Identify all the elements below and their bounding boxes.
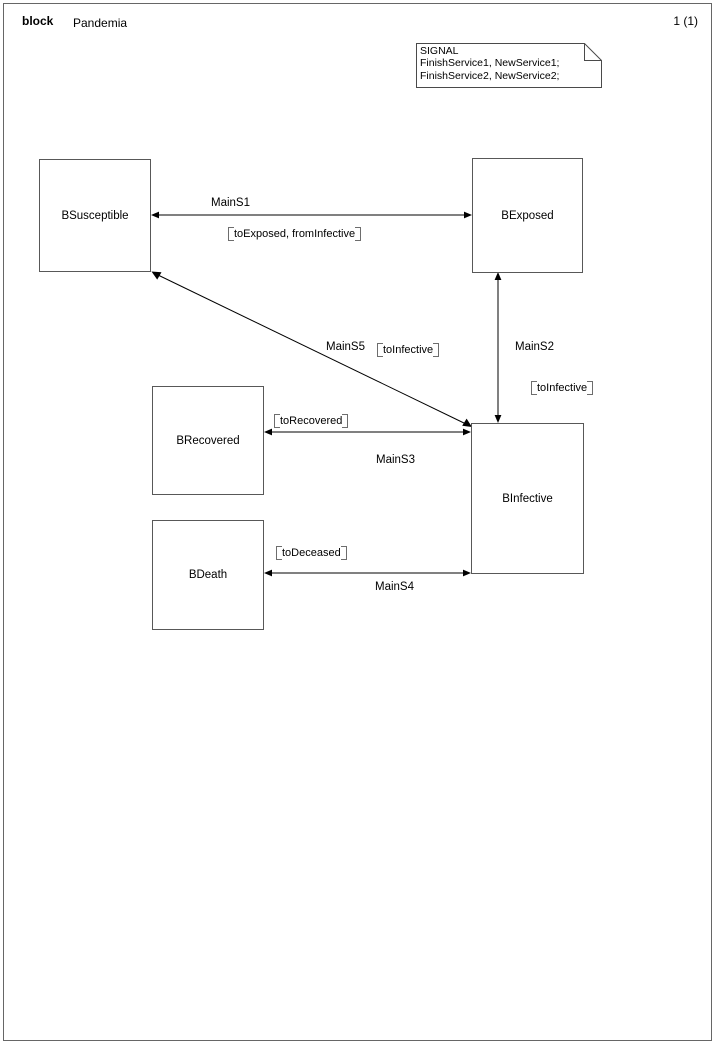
signal-list-mains3: toRecovered bbox=[274, 414, 349, 428]
channel-name-mains2: MainS2 bbox=[515, 341, 554, 353]
signal-list-mains4: toDeceased bbox=[276, 546, 347, 560]
page-number: 1 (1) bbox=[673, 14, 698, 28]
signal-list-mains1: toExposed, fromInfective bbox=[228, 227, 362, 241]
channel-name-mains3: MainS3 bbox=[376, 454, 415, 466]
signal-declaration-note: SIGNAL FinishService1, NewService1; Fini… bbox=[416, 43, 602, 88]
block-label: BSusceptible bbox=[61, 209, 129, 222]
signal-list-text: toDeceased bbox=[282, 547, 341, 559]
block-label: BRecovered bbox=[176, 434, 240, 447]
note-shape-icon bbox=[416, 43, 602, 88]
page-title: Pandemia bbox=[73, 16, 128, 30]
channel-name-mains1: MainS1 bbox=[211, 197, 250, 209]
block-bsusceptible[interactable]: BSusceptible bbox=[39, 159, 151, 272]
channel-line-mains1 bbox=[151, 211, 472, 219]
signal-note-text: SIGNAL FinishService1, NewService1; Fini… bbox=[420, 45, 560, 82]
block-label: BDeath bbox=[188, 569, 228, 581]
signal-list-text: toExposed, fromInfective bbox=[234, 228, 356, 240]
block-label: BExposed bbox=[501, 209, 554, 222]
channel-line-mains3 bbox=[264, 428, 471, 436]
channel-name-mains5: MainS5 bbox=[326, 341, 365, 353]
signal-list-text: toInfective bbox=[383, 344, 434, 356]
signal-list-mains5: toInfective bbox=[377, 343, 440, 357]
signal-list-text: toRecovered bbox=[280, 415, 343, 427]
signal-list-mains2: toInfective bbox=[531, 381, 594, 395]
channel-name-mains4: MainS4 bbox=[375, 581, 414, 593]
block-bexposed[interactable]: BExposed bbox=[472, 158, 583, 273]
diagram-kind-label: block bbox=[22, 14, 54, 28]
block-label: BInfective bbox=[502, 492, 553, 505]
block-brecovered[interactable]: BRecovered bbox=[152, 386, 264, 495]
channel-line-mains2 bbox=[494, 272, 502, 423]
channel-line-mains4 bbox=[264, 569, 471, 577]
signal-list-text: toInfective bbox=[537, 382, 588, 394]
block-binfective[interactable]: BInfective bbox=[471, 423, 584, 574]
block-bdeath[interactable]: BDeath bbox=[152, 520, 264, 630]
